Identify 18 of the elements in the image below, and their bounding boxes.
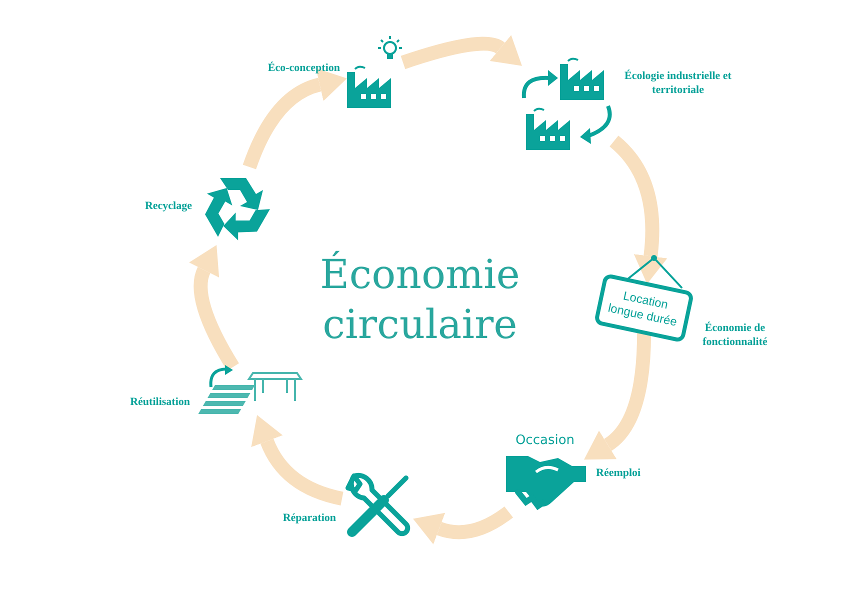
stage-label: Recyclage [144,200,192,214]
stage-label: Écologie industrielle et territoriale [624,70,732,98]
cycle-arrow [191,244,240,371]
cycle-arrow [609,136,664,284]
stage-label: Réutilisation [129,396,190,410]
diagram-title: Économie circulaire [319,250,521,350]
stage-label: Économie de fonctionnalité [702,322,768,350]
cycle-arrow [585,332,652,462]
cycle-arrow [412,506,513,542]
cycle-arrow [400,36,524,70]
stage-label: Occasion [514,433,576,450]
stage-label: Réparation [282,512,336,526]
stage-label: Réemploi [596,467,642,481]
cycle-arrow [254,415,344,506]
sign-text: Location longue durée [606,288,680,331]
factory-lightbulb-icon [345,34,405,110]
stage-label: Éco-conception [266,62,340,76]
cycle-arrow [242,71,347,170]
